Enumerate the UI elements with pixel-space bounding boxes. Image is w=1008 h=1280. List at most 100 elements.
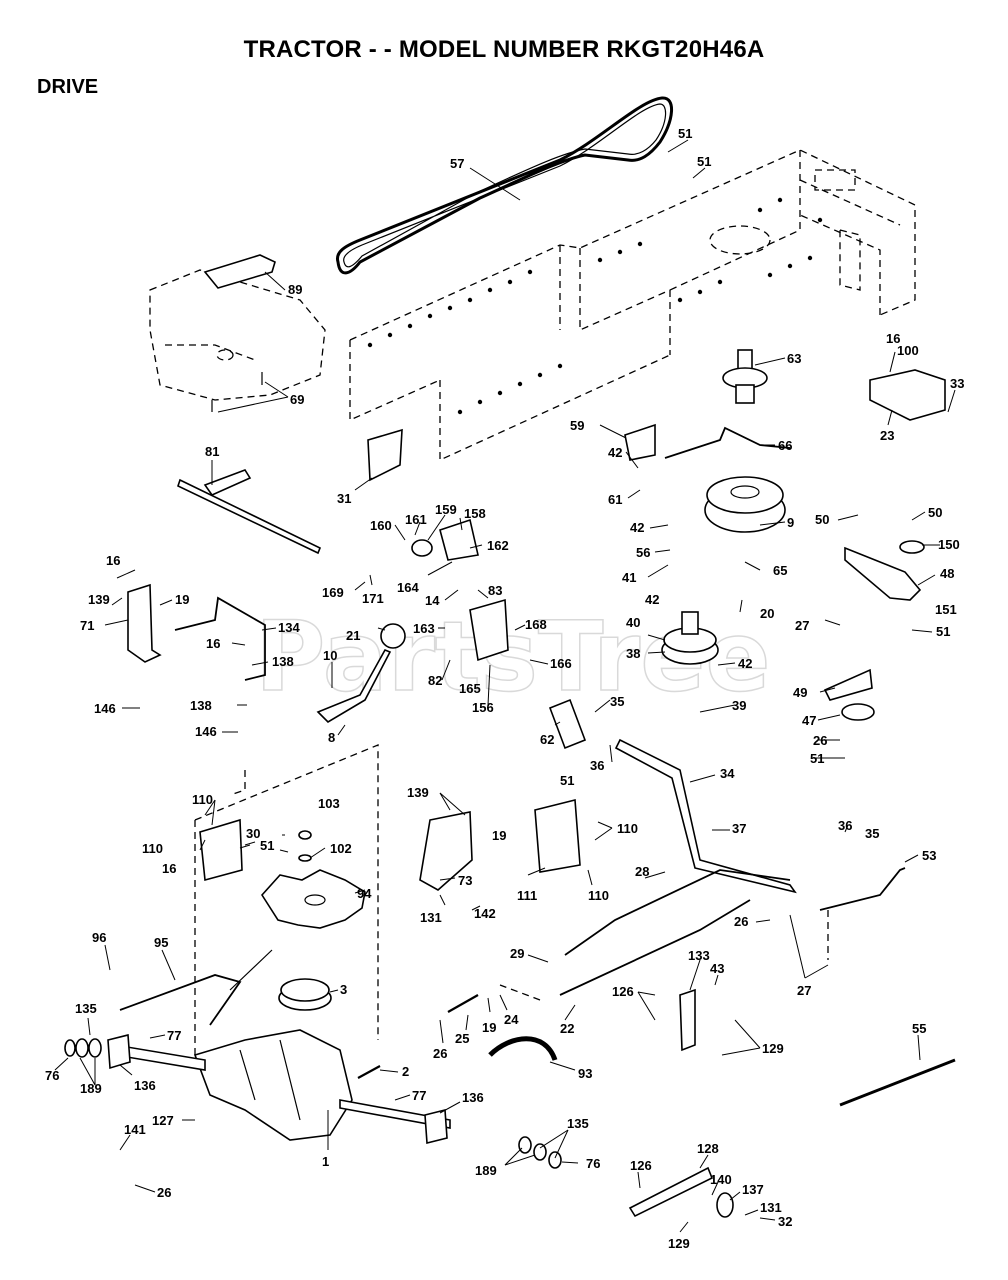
- fan-94-part[interactable]: [260, 869, 366, 929]
- drive-belt-part[interactable]: [335, 96, 673, 275]
- callout: 51: [697, 154, 711, 169]
- callout: 50: [928, 505, 942, 520]
- callout: 159: [435, 502, 457, 517]
- bushing-159-part[interactable]: [411, 539, 433, 557]
- idler-arm-48-part[interactable]: [844, 546, 922, 601]
- rod-95-part[interactable]: [119, 974, 242, 1026]
- bracket-31-part[interactable]: [367, 428, 403, 482]
- callout: 16: [886, 331, 900, 346]
- callout: 100: [897, 343, 919, 358]
- nut-103-part[interactable]: [298, 830, 312, 840]
- callout: 48: [940, 566, 954, 581]
- bracket-23-part[interactable]: [869, 369, 946, 421]
- callout: 95: [154, 935, 168, 950]
- callout: 76: [586, 1156, 600, 1171]
- shaft-81-arm[interactable]: [203, 469, 252, 497]
- callout: 127: [152, 1113, 174, 1128]
- rod-28-part[interactable]: [564, 869, 791, 956]
- callout: 25: [455, 1031, 469, 1046]
- idler-pulley-38-part[interactable]: [661, 611, 719, 665]
- rod-53-part[interactable]: [819, 867, 906, 911]
- spring-2-part[interactable]: [357, 1065, 381, 1079]
- callout: 134: [278, 620, 300, 635]
- washer-set-right[interactable]: [518, 1136, 562, 1169]
- callout: 19: [492, 828, 506, 843]
- callout: 53: [922, 848, 936, 863]
- washer-137-part[interactable]: [716, 1192, 734, 1218]
- callout: 146: [94, 701, 116, 716]
- callout: 35: [865, 826, 879, 841]
- hose-93-part[interactable]: [488, 1036, 558, 1061]
- callout: 32: [778, 1214, 792, 1229]
- spring-95-part[interactable]: [229, 949, 273, 991]
- callout: 26: [813, 733, 827, 748]
- callout: 41: [622, 570, 636, 585]
- callout: 27: [795, 618, 809, 633]
- callout: 36: [838, 818, 852, 833]
- callout: 128: [697, 1141, 719, 1156]
- callout: 65: [773, 563, 787, 578]
- bracket-165-part[interactable]: [469, 598, 509, 662]
- bracket-71-part[interactable]: [127, 583, 162, 663]
- bracket-136-b[interactable]: [424, 1108, 448, 1145]
- callout: 150: [938, 537, 960, 552]
- callout: 56: [636, 545, 650, 560]
- shaft-81-part[interactable]: [177, 478, 322, 555]
- bracket-49-part[interactable]: [823, 668, 873, 701]
- callout: 110: [142, 841, 163, 856]
- bracket-158-part[interactable]: [439, 518, 479, 561]
- callout: 36: [590, 758, 604, 773]
- washer-set-left[interactable]: [64, 1038, 102, 1058]
- washer-102-part[interactable]: [298, 854, 312, 862]
- callout: 77: [167, 1028, 181, 1043]
- callout: 57: [450, 156, 464, 171]
- bolt-69-part[interactable]: [211, 372, 263, 412]
- callout: 136: [462, 1090, 484, 1105]
- pedal-pad-part[interactable]: [203, 254, 276, 289]
- rod-22-part[interactable]: [559, 899, 751, 996]
- callout: 51: [810, 751, 824, 766]
- callout: 26: [734, 914, 748, 929]
- callout: 3: [340, 982, 347, 997]
- lever-8-part[interactable]: [316, 648, 392, 724]
- callout: 71: [80, 618, 94, 633]
- callout: 40: [626, 615, 640, 630]
- callout: 165: [459, 681, 481, 696]
- spring-25-part[interactable]: [447, 994, 479, 1013]
- bracket-30-part[interactable]: [199, 818, 243, 882]
- callout: 102: [330, 841, 352, 856]
- callout: 62: [540, 732, 554, 747]
- rod-134-part[interactable]: [174, 596, 266, 681]
- knob-21-part[interactable]: [380, 623, 406, 649]
- callout: 30: [246, 826, 260, 841]
- arm-128-part[interactable]: [628, 1166, 714, 1218]
- callout: 189: [475, 1163, 497, 1178]
- callout: 19: [482, 1020, 496, 1035]
- spacer-62-part[interactable]: [548, 698, 587, 750]
- pulley-3-part[interactable]: [278, 978, 332, 1011]
- pulley-150-part[interactable]: [899, 540, 925, 554]
- callout: 126: [612, 984, 634, 999]
- callout: 168: [525, 617, 547, 632]
- spindle-63-part[interactable]: [722, 349, 768, 404]
- transaxle-part[interactable]: [114, 1029, 451, 1141]
- rod-66-part[interactable]: [664, 426, 791, 459]
- callout: 26: [433, 1046, 447, 1061]
- callout: 162: [487, 538, 509, 553]
- callout: 51: [678, 126, 692, 141]
- bracket-59-part[interactable]: [624, 423, 656, 461]
- arm-34-part[interactable]: [614, 738, 797, 894]
- bracket-133-part[interactable]: [679, 988, 696, 1052]
- callout: 9: [787, 515, 794, 530]
- callout: 38: [626, 646, 640, 661]
- spring-55-part[interactable]: [839, 1058, 956, 1107]
- callout: 129: [668, 1236, 690, 1251]
- bracket-136-a[interactable]: [107, 1033, 131, 1070]
- callout: 42: [645, 592, 659, 607]
- callout: 160: [370, 518, 392, 533]
- bracket-111-part[interactable]: [534, 798, 581, 873]
- pulley-47-part[interactable]: [841, 703, 875, 721]
- callout: 103: [318, 796, 340, 811]
- callout: 2: [402, 1064, 409, 1079]
- electric-clutch-part[interactable]: [704, 476, 786, 533]
